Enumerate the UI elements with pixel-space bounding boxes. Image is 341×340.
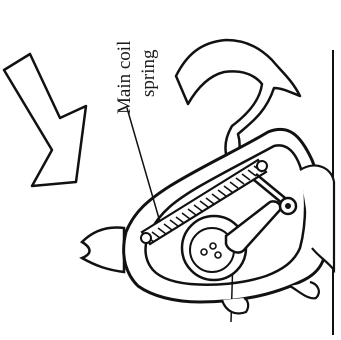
foot-left (222, 298, 248, 314)
direction-arrow (4, 54, 86, 186)
label-line-2: spring (137, 4, 161, 114)
label-line-1: Main coil (113, 4, 137, 114)
left-fin (82, 228, 124, 272)
main-coil-spring-label: Main coil spring (113, 4, 173, 114)
